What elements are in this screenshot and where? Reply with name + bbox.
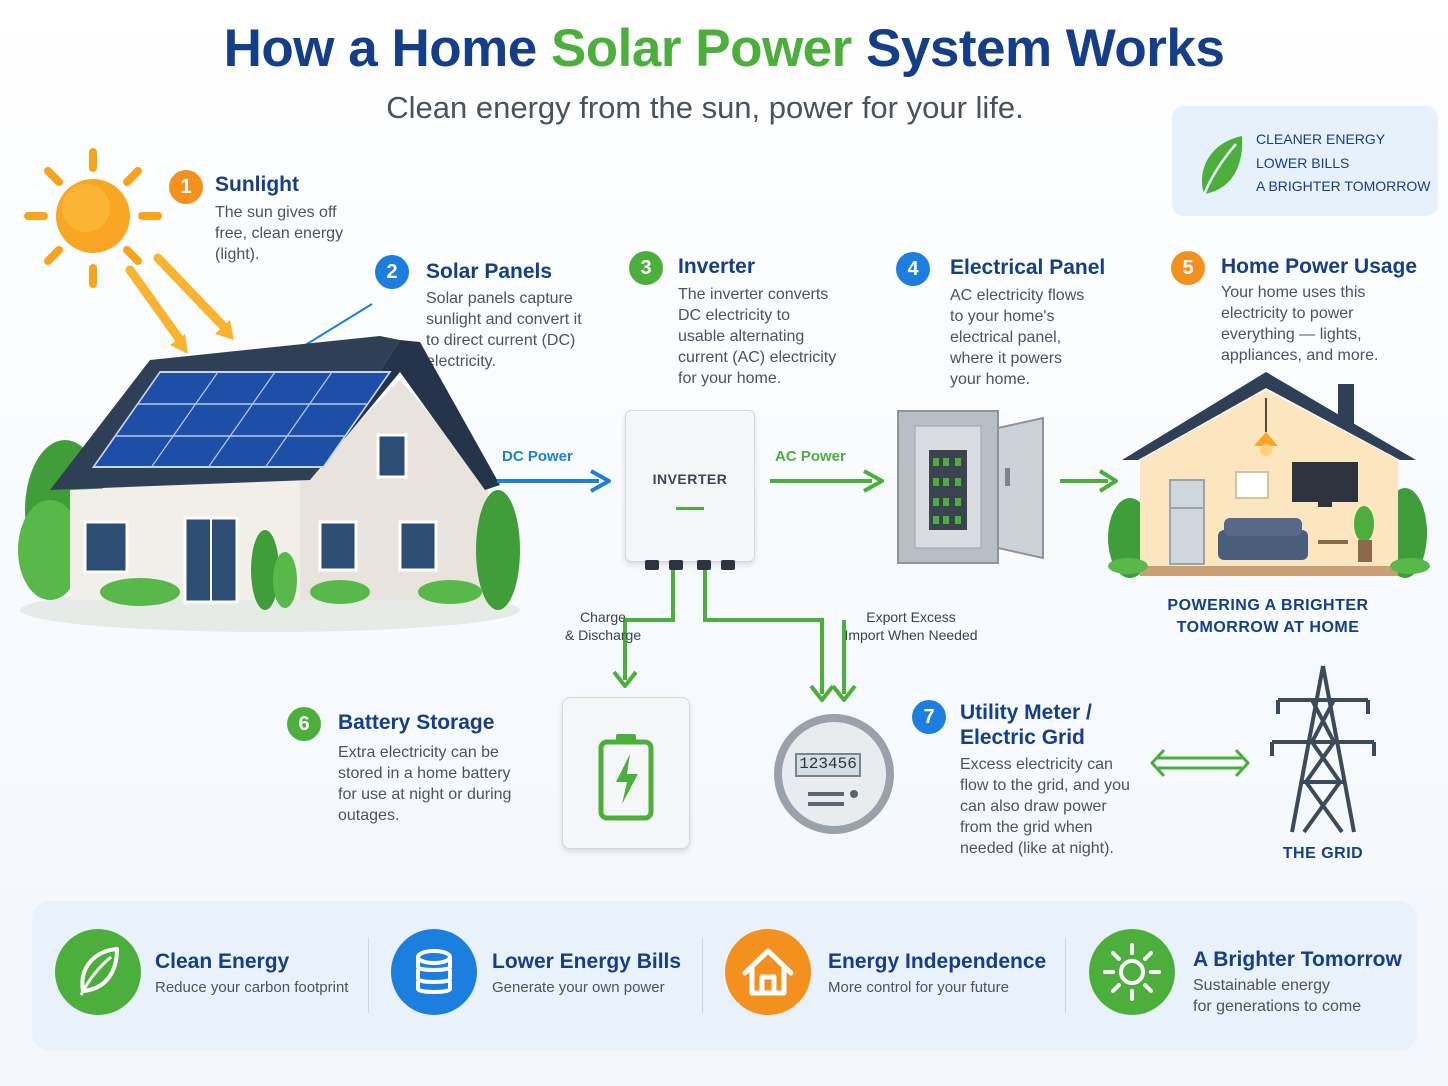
benefit-brighter-title: A Brighter Tomorrow — [1193, 948, 1402, 971]
battery-meter-connectors — [612, 570, 857, 702]
divider — [368, 937, 369, 1013]
battery-icon — [598, 734, 654, 821]
sun-illustration — [24, 148, 234, 354]
benefit-independence-title: Energy Independence — [828, 950, 1047, 973]
battery-box — [562, 697, 690, 849]
tagline-2: LOWER BILLS — [1256, 154, 1350, 171]
inverter-box: INVERTER — [625, 410, 755, 562]
tagline-3: A BRIGHTER TOMORROW — [1256, 178, 1431, 194]
title-part-1: How a Home — [223, 19, 538, 78]
house-icon — [725, 929, 811, 1015]
sun-icon — [1089, 929, 1175, 1015]
step-1-title: Sunlight — [215, 173, 299, 196]
utility-meter — [774, 714, 894, 834]
grid-bidirectional-arrow — [1150, 748, 1250, 778]
dc-power-arrow — [497, 469, 611, 493]
step-5-title: Home Power Usage — [1221, 255, 1418, 278]
ac-power-label: AC Power — [775, 448, 846, 465]
dc-power-label: DC Power — [502, 448, 573, 465]
charge-label: Charge& Discharge — [564, 609, 642, 643]
title-part-2: Solar Power — [550, 19, 852, 78]
step-2-number: 2 — [375, 255, 409, 289]
step-6-number: 6 — [287, 707, 321, 741]
leaf-icon — [55, 929, 141, 1015]
step-2-title: Solar Panels — [426, 260, 553, 283]
grid-caption: THE GRID — [1282, 845, 1364, 862]
benefit-lower-bills-desc: Generate your own power — [492, 979, 665, 996]
step-3-number: 3 — [629, 251, 663, 285]
home-arrow — [1060, 469, 1118, 493]
title-part-3: System Works — [866, 19, 1225, 78]
step-1-number: 1 — [169, 170, 203, 204]
benefit-lower-bills-title: Lower Energy Bills — [492, 950, 682, 973]
benefit-clean-energy-title: Clean Energy — [155, 950, 290, 973]
step-7-title: Utility Meter /Electric Grid — [960, 701, 1092, 749]
transmission-tower — [1270, 665, 1376, 834]
ac-power-arrow — [770, 469, 884, 493]
inverter-connectors — [645, 560, 735, 570]
step-4-title: Electrical Panel — [950, 256, 1106, 279]
divider — [702, 937, 703, 1013]
tagline-box: CLEANER ENERGY LOWER BILLS A BRIGHTER TO… — [1172, 106, 1438, 216]
page-title: How a Home Solar Power System Works — [0, 18, 1448, 79]
inverter-label: INVERTER — [652, 471, 728, 487]
home-interior-illustration — [1108, 372, 1430, 578]
divider — [1065, 937, 1066, 1013]
coins-icon — [391, 929, 477, 1015]
electrical-panel — [897, 410, 1044, 564]
benefit-independence-desc: More control for your future — [828, 979, 1009, 996]
step-5-number: 5 — [1171, 251, 1205, 285]
benefits-bar — [32, 901, 1417, 1051]
tagline-1: CLEANER ENERGY — [1256, 131, 1386, 147]
leaf-icon — [1200, 136, 1243, 201]
step-3-title: Inverter — [678, 255, 756, 278]
meter-reading: 123456 — [799, 755, 857, 773]
inverter-status-light — [676, 507, 704, 510]
page-subtitle: Clean energy from the sun, power for you… — [386, 90, 1024, 125]
step-6-title: Battery Storage — [338, 711, 495, 734]
house-illustration — [18, 336, 520, 632]
benefit-clean-energy-desc: Reduce your carbon footprint — [155, 979, 349, 996]
step-4-number: 4 — [896, 252, 930, 286]
step-7-number: 7 — [912, 700, 946, 734]
